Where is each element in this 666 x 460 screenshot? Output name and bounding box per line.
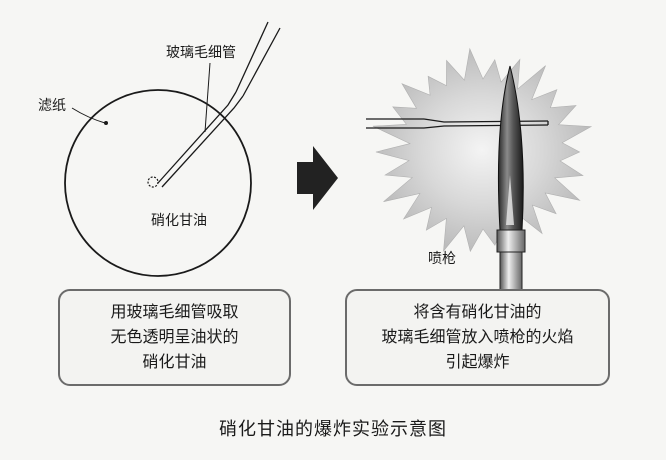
right-box-line-1: 将含有硝化甘油的: [413, 302, 542, 321]
left-explanation-box: 用玻璃毛细管吸取 无色透明呈油状的 硝化甘油: [58, 289, 291, 386]
nitroglycerin-label: 硝化甘油: [151, 213, 207, 229]
right-box-line-2: 玻璃毛细管放入喷枪的火焰: [381, 327, 574, 346]
left-box-line-2: 无色透明呈油状的: [110, 327, 239, 346]
filter-paper-leader: [71, 107, 106, 124]
capillary-leader: [204, 62, 211, 133]
filter-paper-dot: [104, 121, 108, 125]
right-explanation-box: 将含有硝化甘油的 玻璃毛细管放入喷枪的火焰 引起爆炸: [345, 289, 610, 386]
capillary-label: 玻璃毛细管: [166, 45, 236, 61]
torch: [496, 65, 526, 295]
left-box-line-3: 硝化甘油: [142, 352, 207, 371]
torch-label: 喷枪: [428, 251, 456, 267]
nitroglycerin-droplet: [147, 176, 159, 188]
capillary-left: [157, 21, 281, 188]
flame-burst: [372, 47, 593, 253]
filter-paper-circle: [64, 89, 252, 277]
filter-paper-label: 滤纸: [38, 98, 66, 114]
transition-arrow: [297, 146, 338, 210]
left-box-line-1: 用玻璃毛细管吸取: [110, 302, 239, 321]
diagram-caption: 硝化甘油的爆炸实验示意图: [219, 419, 447, 440]
right-box-line-3: 引起爆炸: [445, 352, 510, 371]
